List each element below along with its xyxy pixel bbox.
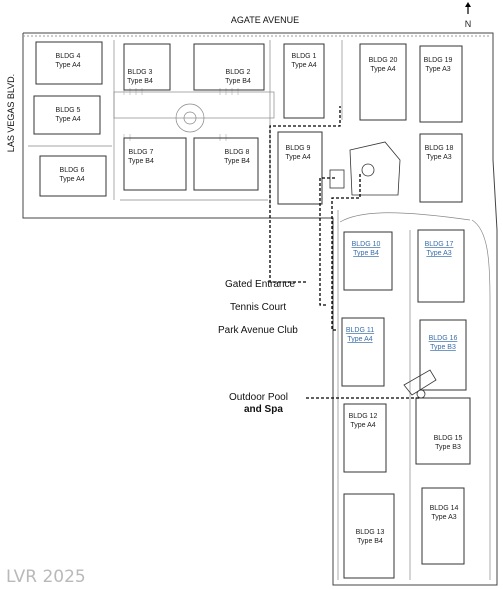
bldg-9-type: Type A4 <box>285 154 310 161</box>
bldg-14-type: Type A3 <box>431 514 456 521</box>
bldg-8-type: Type B4 <box>224 158 250 165</box>
park-avenue-club-building <box>329 141 401 196</box>
parking-stalls <box>123 88 239 141</box>
tennis-court-label: Tennis Court <box>230 302 286 313</box>
bldg-10-outline <box>343 231 393 291</box>
bldg-11-outline <box>341 317 385 387</box>
bldg-1-name: BLDG 1 <box>292 53 317 60</box>
bldg-17-name[interactable]: BLDG 17 <box>425 241 454 248</box>
bldg-14-outline <box>421 487 465 565</box>
property-boundary <box>22 32 498 586</box>
bldg-16-outline <box>419 319 467 391</box>
pool-and-spa <box>403 369 437 399</box>
bldg-11-type[interactable]: Type A4 <box>347 336 372 343</box>
bldg-12-type: Type A4 <box>350 422 375 429</box>
bldg-7-type: Type B4 <box>128 158 154 165</box>
bldg-19-name: BLDG 19 <box>424 57 453 64</box>
bldg-6-name: BLDG 6 <box>60 167 85 174</box>
north-arrow-icon: N <box>465 2 472 29</box>
spa-label: and Spa <box>244 404 283 415</box>
bldg-20-outline <box>359 43 407 121</box>
bldg-14-name: BLDG 14 <box>430 505 459 512</box>
bldg-19-outline <box>419 45 463 123</box>
bldg-15-outline <box>415 397 471 465</box>
bldg-6-type: Type A4 <box>59 176 84 183</box>
bldg-17-type[interactable]: Type A3 <box>426 250 451 257</box>
callout-lines <box>269 106 420 399</box>
roads <box>28 40 491 580</box>
bldg-13-type: Type B4 <box>357 538 383 545</box>
buildings <box>33 41 471 579</box>
bldg-18-name: BLDG 18 <box>425 145 454 152</box>
bldg-9-name: BLDG 9 <box>286 145 311 152</box>
bldg-5-type: Type A4 <box>55 116 80 123</box>
watermark: LVR 2025 <box>6 567 86 587</box>
bldg-10-type[interactable]: Type B4 <box>353 250 379 257</box>
bldg-8-outline <box>193 137 259 191</box>
bldg-10-name[interactable]: BLDG 10 <box>352 241 381 248</box>
outdoor-pool-label: Outdoor Pool <box>229 392 288 403</box>
bldg-6-outline <box>39 155 107 197</box>
bldg-18-outline <box>419 133 463 203</box>
bldg-5-outline <box>33 95 101 135</box>
bldg-4-type: Type A4 <box>55 62 80 69</box>
bldg-15-name: BLDG 15 <box>434 435 463 442</box>
gated-entrance-label: Gated Entrance <box>225 279 295 290</box>
bldg-16-type[interactable]: Type B3 <box>430 344 456 351</box>
bldg-19-type: Type A3 <box>425 66 450 73</box>
bldg-7-outline <box>123 137 187 191</box>
agate-avenue-label: AGATE AVENUE <box>231 15 299 25</box>
building-labels: BLDG 4 Type A4 BLDG 5 Type A4 BLDG 6 Type A4 B… <box>55 53 462 545</box>
bldg-9-outline <box>277 131 323 205</box>
north-label: N <box>465 19 472 29</box>
bldg-7-name: BLDG 7 <box>129 149 154 156</box>
bldg-12-outline <box>343 403 387 473</box>
bldg-8-name: BLDG 8 <box>225 149 250 156</box>
bldg-18-type: Type A3 <box>426 154 451 161</box>
bldg-1-outline <box>283 43 325 119</box>
bldg-15-type: Type B3 <box>435 444 461 451</box>
bldg-20-name: BLDG 20 <box>369 57 398 64</box>
las-vegas-blvd-label: LAS VEGAS BLVD. <box>6 74 16 152</box>
bldg-5-name: BLDG 5 <box>56 107 81 114</box>
bldg-1-type: Type A4 <box>291 62 316 69</box>
bldg-2-outline <box>193 43 265 91</box>
bldg-4-outline <box>35 41 103 85</box>
bldg-4-name: BLDG 4 <box>56 53 81 60</box>
bldg-13-outline <box>343 493 395 579</box>
bldg-17-outline <box>417 229 465 303</box>
bldg-2-type: Type B4 <box>225 78 251 85</box>
bldg-3-name: BLDG 3 <box>128 69 153 76</box>
bldg-11-name[interactable]: BLDG 11 <box>346 327 374 334</box>
park-avenue-club-label: Park Avenue Club <box>218 325 298 336</box>
bldg-3-type: Type B4 <box>127 78 153 85</box>
bldg-2-name: BLDG 2 <box>226 69 251 76</box>
bldg-20-type: Type A4 <box>370 66 395 73</box>
bldg-3-outline <box>123 43 171 91</box>
bldg-13-name: BLDG 13 <box>356 529 385 536</box>
bldg-12-name: BLDG 12 <box>349 413 378 420</box>
bldg-16-name[interactable]: BLDG 16 <box>429 335 458 342</box>
